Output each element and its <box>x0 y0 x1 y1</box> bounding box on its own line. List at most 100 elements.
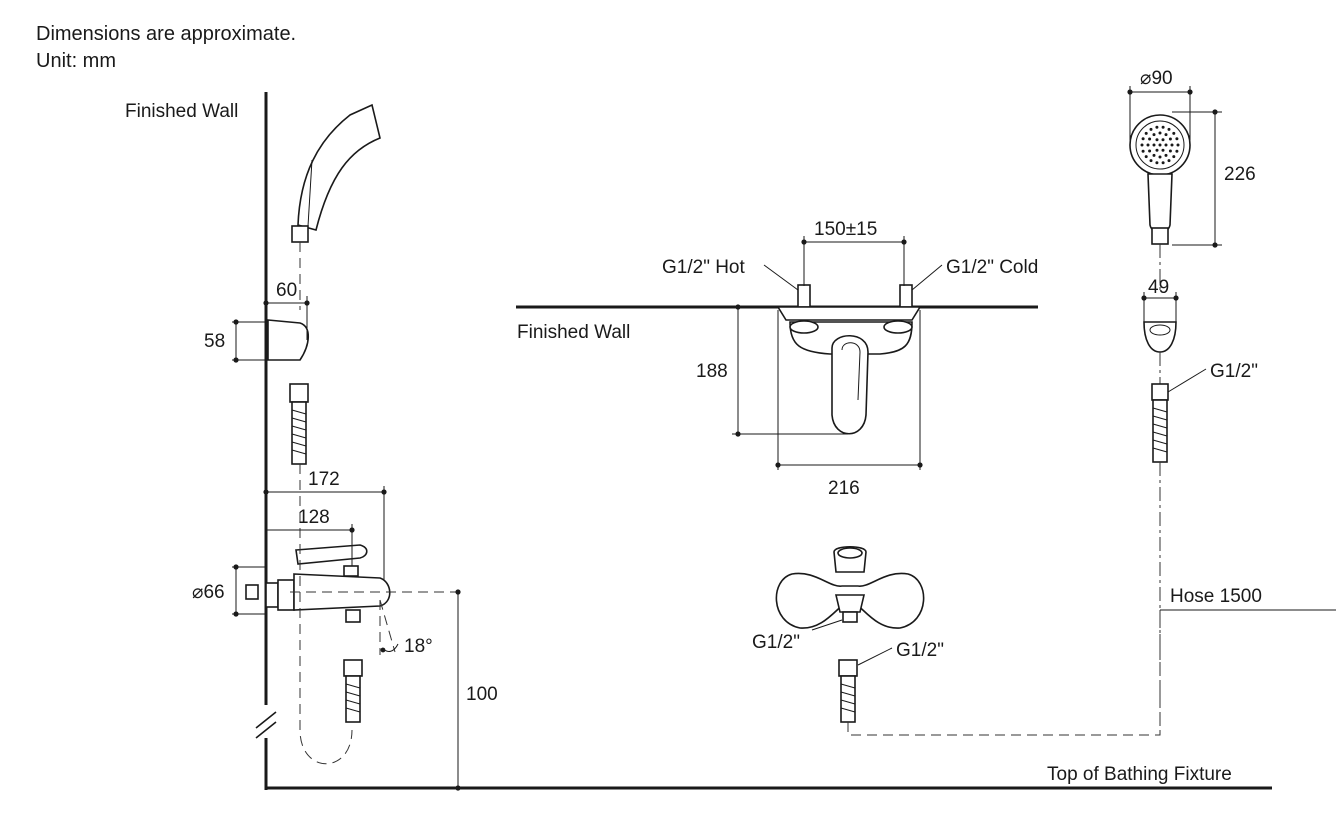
hose-ribs <box>1152 407 1168 453</box>
mixer-mounting-plate <box>776 306 922 321</box>
spray-nozzle <box>1155 125 1159 129</box>
dim-tick <box>381 489 387 495</box>
spray-nozzle <box>1141 149 1145 153</box>
dim-tick <box>735 431 741 437</box>
hose-connector-side <box>289 383 309 403</box>
spray-nozzle <box>1164 143 1168 147</box>
hose-connector-bottom <box>838 659 858 677</box>
dim-tick <box>233 357 239 363</box>
leader-cold <box>911 264 943 291</box>
dim-tick <box>304 300 310 306</box>
dim-handshower-length: 226 <box>1224 164 1256 185</box>
spout-angle-axis <box>379 599 396 653</box>
dim-tick <box>1212 109 1218 115</box>
spray-nozzle <box>1149 159 1153 163</box>
hose-ribs <box>345 683 361 713</box>
spray-nozzle <box>1152 143 1156 147</box>
mixer-outlet-side <box>345 609 361 623</box>
diverter-knob <box>343 565 359 577</box>
spray-nozzle <box>1172 155 1176 159</box>
dim-tick <box>917 462 923 468</box>
spray-nozzle <box>1164 133 1168 137</box>
leader-hose-connector <box>857 647 893 666</box>
spray-nozzle <box>1164 153 1168 157</box>
finished-wall-front-label: Finished Wall <box>517 322 630 343</box>
mixer-outlet-label: G1/2" <box>752 632 800 653</box>
side-dimensions: 60 58 172 128 ⌀66 18° 100 <box>192 280 498 791</box>
spray-nozzle <box>1168 137 1172 141</box>
handshower-dimensions: ⌀90 226 49 <box>1127 68 1256 322</box>
spray-nozzle <box>1140 143 1144 147</box>
mixer-inlet-side <box>277 579 295 611</box>
wall-holder-front <box>1143 321 1177 353</box>
spray-nozzle <box>1161 148 1165 152</box>
spray-nozzle <box>1175 149 1179 153</box>
spray-nozzle <box>1176 143 1180 147</box>
cold-inlet-fitting <box>899 284 913 308</box>
handshower-spray-plate <box>1135 120 1185 170</box>
handshower-side-detail <box>307 159 313 227</box>
top-of-bathing-fixture-label: Top of Bathing Fixture <box>1047 764 1232 785</box>
hose-segment-right <box>1152 399 1168 463</box>
dim-tick <box>233 611 239 617</box>
mixer-lever-side <box>295 544 368 565</box>
cold-inlet-label: G1/2" Cold <box>946 257 1038 278</box>
hose-label: Hose 1500 <box>1170 586 1262 607</box>
spray-nozzle <box>1148 149 1152 153</box>
dim-spout-angle: 18° <box>404 636 433 657</box>
leader-hot <box>763 264 799 291</box>
spray-nozzle <box>1155 161 1159 165</box>
dim-inlet-centres: 150±15 <box>814 219 877 240</box>
dim-tick <box>233 564 239 570</box>
escutcheon-side <box>265 582 279 608</box>
outlet-thread <box>842 611 858 623</box>
holder-detail <box>1149 324 1171 336</box>
front-dimensions: 150±15 188 216 <box>696 219 923 499</box>
side-view: Finished Wall <box>125 92 1272 790</box>
mixer-body-plan <box>775 572 925 629</box>
dim-tick <box>455 589 461 595</box>
spray-nozzle <box>1155 148 1159 152</box>
hose-segment-bottom <box>840 675 856 723</box>
handshower-end-connector <box>1151 227 1169 245</box>
dim-holder-width: 49 <box>1148 277 1169 298</box>
hose-connector-label: G1/2" <box>896 640 944 661</box>
hose-segment-side <box>291 401 307 465</box>
hose-ribs <box>840 683 856 713</box>
handshower-side <box>297 103 381 231</box>
holder-hose-connector <box>1151 383 1169 401</box>
spray-nozzle <box>1158 131 1162 135</box>
note-dimensions: Dimensions are approximate. <box>36 23 296 45</box>
spray-nozzle <box>1161 125 1165 129</box>
dim-tick <box>349 527 355 533</box>
spray-nozzle <box>1175 137 1179 141</box>
spray-nozzle <box>1172 131 1176 135</box>
dim-tick <box>1212 242 1218 248</box>
inlet-nut-cold <box>883 320 913 334</box>
finished-wall-side-label: Finished Wall <box>125 101 238 122</box>
spray-nozzle <box>1161 161 1165 165</box>
outlet-plan <box>834 594 866 613</box>
dim-body-reach: 128 <box>298 507 330 528</box>
front-view-bottom: G1/2" G1/2" <box>752 545 1161 736</box>
inlet-nut-hot <box>789 320 819 334</box>
lever-cap <box>837 547 863 559</box>
mixer-lever-front <box>831 335 869 435</box>
dim-tick <box>263 489 269 495</box>
spray-nozzle <box>1144 131 1148 135</box>
dim-mixer-height: 188 <box>696 361 728 382</box>
handshower-view: G1/2" Hose 1500 <box>1129 114 1336 735</box>
spray-nozzle <box>1144 155 1148 159</box>
dim-tick <box>233 319 239 325</box>
dim-handshower-dia: ⌀90 <box>1140 68 1173 89</box>
dim-tick <box>263 300 269 306</box>
spray-nozzle <box>1152 133 1156 137</box>
dim-mixer-width: 216 <box>828 478 860 499</box>
break-mark <box>255 711 277 729</box>
spray-nozzle <box>1161 138 1165 142</box>
spray-nozzle <box>1141 137 1145 141</box>
spray-nozzle <box>1168 149 1172 153</box>
note-unit: Unit: mm <box>36 50 116 72</box>
escutcheon-symbol <box>245 584 259 600</box>
